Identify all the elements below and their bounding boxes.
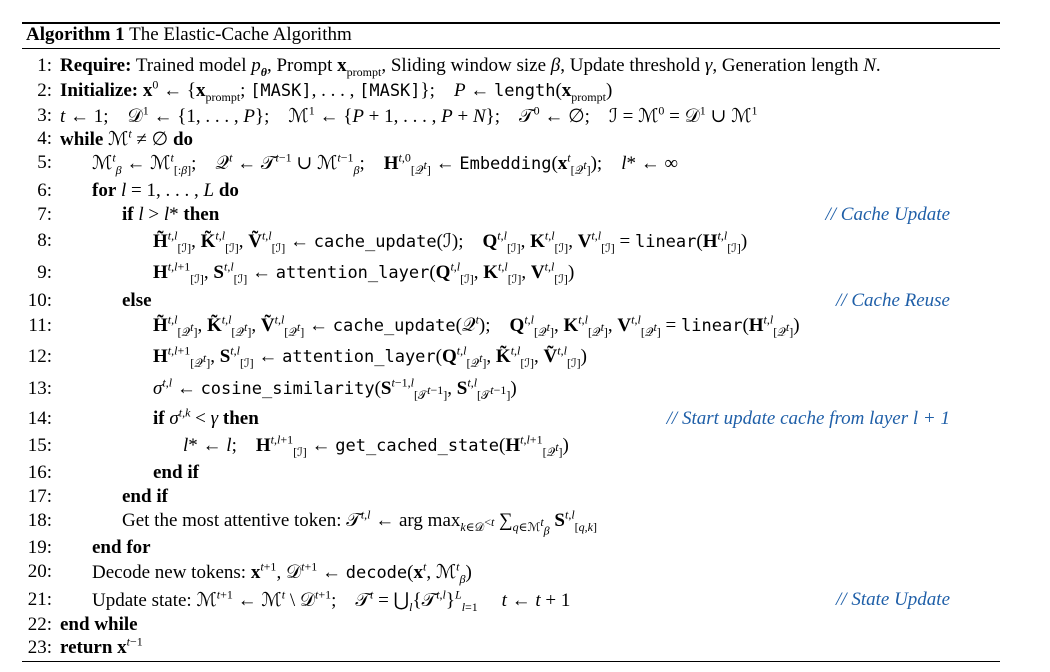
line-number: 7: — [37, 204, 52, 225]
line-number: 23: — [27, 637, 52, 658]
line-code: σt,l ← cosine_similarity(St−1,l[𝒯t−1], S… — [153, 375, 517, 402]
algorithm-line: 2: Initialize: x0 ← {xprompt; [MASK], . .… — [0, 77, 1000, 108]
algorithm-line: 5: ℳtβ ← ℳt[:β]; 𝒬t ← 𝒯t−1 ∪ ℳt−1β; Ht,0[… — [0, 152, 1000, 180]
line-code: else — [122, 290, 152, 311]
top-rule — [22, 22, 1000, 24]
algorithm-line: 14: if σt,k < γ then // Start update cache… — [0, 405, 1000, 436]
line-code: t ← 1; 𝒟1 ← {1, . . . , P}; ℳ1 ← {P + 1,… — [60, 103, 758, 127]
line-code: end for — [92, 537, 151, 558]
bottom-rule — [22, 661, 1000, 662]
algorithm-line: 22: end while — [0, 614, 1000, 642]
line-code: H̃t,l[ℐ], K̃t,l[ℐ], Ṽt,l[ℐ] ← cache_upda… — [153, 228, 748, 255]
line-number: 20: — [27, 561, 52, 582]
line-number: 3: — [37, 105, 52, 126]
line-code: while ℳt ≠ ∅ do — [60, 126, 194, 150]
algorithm-line: 19: end for — [0, 537, 1000, 565]
algorithm-line: 13: σt,l ← cosine_similarity(St−1,l[𝒯t−1]… — [0, 375, 1000, 406]
algorithm-line: 17: end if — [0, 486, 1000, 514]
line-number: 12: — [27, 346, 52, 367]
line-number: 9: — [37, 262, 52, 283]
line-comment: // Cache Reuse — [836, 290, 950, 311]
line-code: end if — [153, 462, 199, 483]
algorithm-line: 10: else // Cache Reuse — [0, 290, 1000, 318]
algorithm-line: 16: end if — [0, 462, 1000, 490]
algorithm-line: 3: t ← 1; 𝒟1 ← {1, . . . , P}; ℳ1 ← {P + … — [0, 105, 1000, 133]
line-number: 2: — [37, 80, 52, 101]
header-rule — [22, 48, 1000, 49]
line-number: 19: — [27, 537, 52, 558]
algorithm-line: 11: H̃t,l[𝒬t], K̃t,l[𝒬t], Ṽt,l[𝒬t] ← cach… — [0, 312, 1000, 343]
line-number: 21: — [27, 589, 52, 610]
line-code: if l > l* then — [122, 204, 220, 225]
line-number: 15: — [27, 435, 52, 456]
line-code: end if — [122, 486, 168, 507]
line-code: Require: Trained model pθ, Prompt xpromp… — [60, 55, 881, 79]
line-code: Decode new tokens: xt+1, 𝒟t+1 ← decode(x… — [92, 559, 472, 586]
line-code: Ht,l+1[𝒬t], St,l[ℐ] ← attention_layer(Qt… — [153, 343, 587, 370]
line-code: for l = 1, . . . , L do — [92, 180, 239, 201]
line-code: l* ← l; Ht,l+1[ℐ] ← get_cached_state(Ht,… — [183, 432, 569, 459]
line-number: 8: — [37, 230, 52, 251]
algorithm-line: 21: Update state: ℳt+1 ← ℳt \ 𝒟t+1; 𝒯t = … — [0, 589, 1000, 617]
algorithm-line: 18: Get the most attentive token: 𝒯t,l ← … — [0, 507, 1000, 538]
algorithm-line: 4: while ℳt ≠ ∅ do — [0, 128, 1000, 156]
algorithm-line: 12: Ht,l+1[𝒬t], St,l[ℐ] ← attention_layer… — [0, 343, 1000, 374]
line-code: Get the most attentive token: 𝒯t,l ← arg… — [122, 507, 597, 538]
line-number: 14: — [27, 408, 52, 429]
algorithm-line: 23: return xt−1 — [0, 634, 1000, 665]
algorithm-line: 7: if l > l* then // Cache Update — [0, 204, 1000, 232]
line-number: 22: — [27, 614, 52, 635]
line-number: 10: — [27, 290, 52, 311]
algorithm-name: The Elastic-Cache Algorithm — [129, 24, 352, 45]
line-comment: // State Update — [836, 589, 950, 610]
line-number: 6: — [37, 180, 52, 201]
algorithm-line: 15: l* ← l; Ht,l+1[ℐ] ← get_cached_state(… — [0, 432, 1000, 463]
line-number: 16: — [27, 462, 52, 483]
algorithm-title: Algorithm 1 The Elastic-Cache Algorithm — [26, 24, 352, 46]
line-number: 17: — [27, 486, 52, 507]
algorithm-line: 20: Decode new tokens: xt+1, 𝒟t+1 ← decod… — [0, 561, 1000, 589]
line-code: Ht,l+1[ℐ], St,l[ℐ] ← attention_layer(Qt,… — [153, 259, 575, 286]
algorithm-line: 6: for l = 1, . . . , L do — [0, 180, 1000, 208]
line-code: Update state: ℳt+1 ← ℳt \ 𝒟t+1; 𝒯t = ⋃l{… — [92, 587, 571, 614]
line-code: if σt,k < γ then — [153, 405, 259, 429]
algorithm-line: 8: H̃t,l[ℐ], K̃t,l[ℐ], Ṽt,l[ℐ] ← cache_up… — [0, 230, 1000, 258]
line-number: 5: — [37, 152, 52, 173]
line-number: 11: — [28, 315, 52, 336]
algorithm-label: Algorithm 1 — [26, 24, 125, 45]
line-comment: // Start update cache from layer l + 1 — [666, 408, 950, 429]
line-number: 4: — [37, 128, 52, 149]
line-code: end while — [60, 614, 138, 635]
line-code: Initialize: x0 ← {xprompt; [MASK], . . .… — [60, 77, 613, 104]
line-comment: // Cache Update — [825, 204, 950, 225]
algorithm-line: 9: Ht,l+1[ℐ], St,l[ℐ] ← attention_layer(Q… — [0, 259, 1000, 290]
line-number: 13: — [27, 378, 52, 399]
line-code: ℳtβ ← ℳt[:β]; 𝒬t ← 𝒯t−1 ∪ ℳt−1β; Ht,0[𝒬t… — [92, 150, 679, 177]
line-number: 1: — [37, 55, 52, 76]
algorithm-line: 1: Require: Trained model pθ, Prompt xpro… — [0, 55, 1000, 83]
line-number: 18: — [27, 510, 52, 531]
line-code: return xt−1 — [60, 634, 143, 658]
line-code: H̃t,l[𝒬t], K̃t,l[𝒬t], Ṽt,l[𝒬t] ← cache_u… — [153, 312, 800, 339]
